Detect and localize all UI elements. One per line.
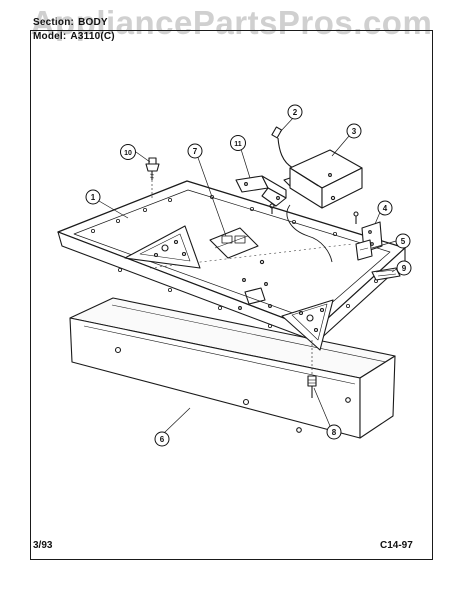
callout-3: 3 [346, 123, 362, 139]
callout-8: 8 [326, 424, 342, 440]
watermark: AppliancePartsPros.com [30, 4, 433, 41]
screw [145, 157, 160, 200]
callout-label: 3 [352, 127, 357, 136]
module-screws [269, 203, 359, 224]
callouts: 1 2 3 4 5 6 7 [85, 104, 412, 447]
callout-label: 7 [193, 147, 198, 156]
model-value: A3110(C) [70, 31, 115, 42]
callout-label: 10 [124, 150, 132, 157]
spark-module [283, 149, 363, 209]
section-label: Section: [33, 17, 75, 28]
leg-spacer [307, 340, 317, 398]
callout-11: 11 [230, 135, 246, 151]
callout-9: 9 [396, 260, 412, 276]
callout-label: 1 [91, 193, 96, 202]
callout-label: 8 [332, 428, 337, 437]
wire-harness [271, 126, 333, 263]
callout-label: 5 [401, 237, 406, 246]
callout-2: 2 [287, 104, 303, 120]
bracket [235, 175, 287, 207]
callout-label: 4 [383, 204, 388, 213]
callout-6: 6 [154, 431, 170, 447]
section-value: BODY [78, 17, 108, 28]
callout-label: 6 [160, 435, 165, 444]
section-heading: Section:BODY [33, 17, 108, 28]
callout-label: 9 [402, 264, 407, 273]
callout-7: 7 [187, 143, 203, 159]
callout-label: 11 [234, 141, 242, 148]
footer-date: 3/93 [33, 540, 53, 551]
diagram-frame [30, 30, 433, 560]
lower-pan [69, 297, 396, 439]
callout-4: 4 [377, 200, 393, 216]
callout-label: 2 [293, 108, 298, 117]
switch [355, 239, 373, 261]
callout-5: 5 [395, 233, 411, 249]
model-heading: Model:A3110(C) [33, 31, 115, 42]
callout-10: 10 [120, 144, 136, 160]
footer-page-code: C14-97 [380, 540, 413, 551]
callout-1: 1 [85, 189, 101, 205]
model-label: Model: [33, 31, 67, 42]
